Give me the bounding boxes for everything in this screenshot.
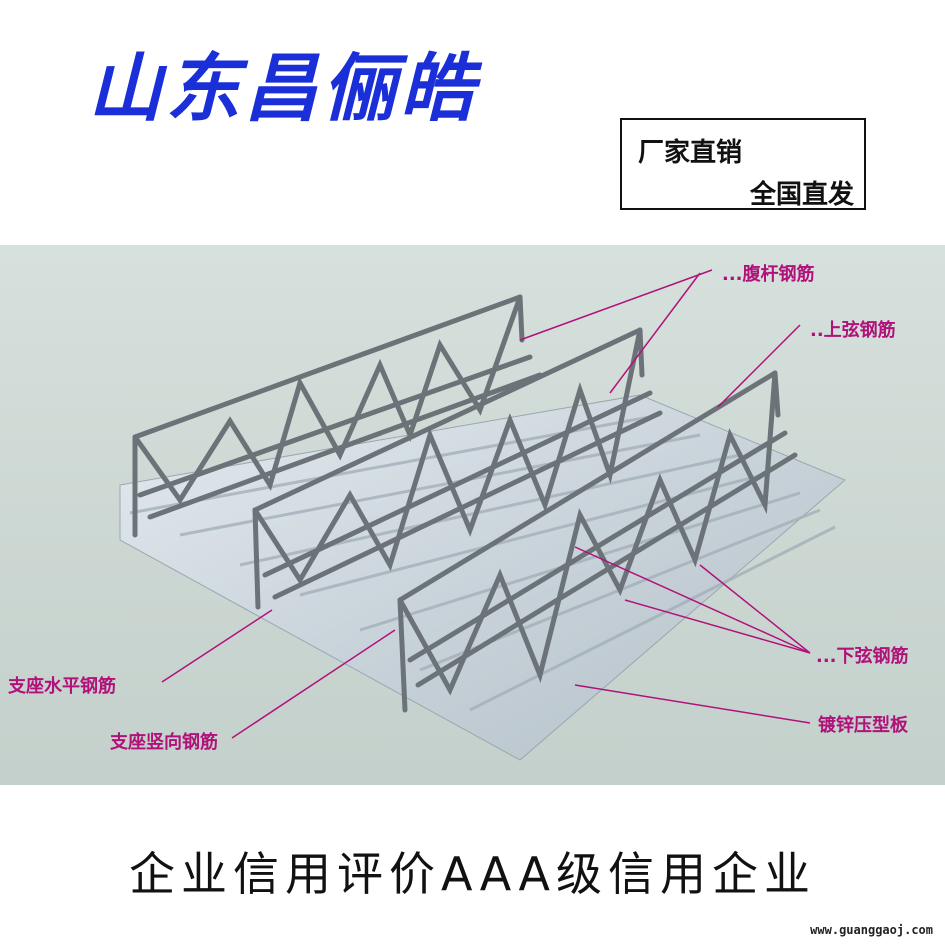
promo-box: 厂家直销 全国直发 xyxy=(620,118,866,210)
promo-line-1: 厂家直销 xyxy=(638,138,743,168)
promo-line-2: 全国直发 xyxy=(749,180,854,210)
truss-deck-illustration xyxy=(0,245,945,785)
watermark-url: www.guanggaoj.com xyxy=(810,923,933,937)
steel-truss-3 xyxy=(397,370,798,713)
steel-truss-2 xyxy=(252,327,663,610)
label-galvanized-deck: 镀锌压型板 xyxy=(818,715,908,736)
credit-rating-claim: 企业信用评价AAA级信用企业 xyxy=(129,847,816,901)
steel-truss-1 xyxy=(132,294,543,538)
label-top-chord: ..上弦钢筋 xyxy=(810,320,896,341)
brand-name: 山东昌俪皓 xyxy=(88,46,478,132)
label-support-horizontal: 支座水平钢筋 xyxy=(8,676,116,697)
label-bottom-chord: ...下弦钢筋 xyxy=(816,646,909,667)
leader-lines xyxy=(161,269,811,739)
label-web-rebar: ...腹杆钢筋 xyxy=(722,264,815,285)
label-support-vertical: 支座竖向钢筋 xyxy=(110,732,218,753)
